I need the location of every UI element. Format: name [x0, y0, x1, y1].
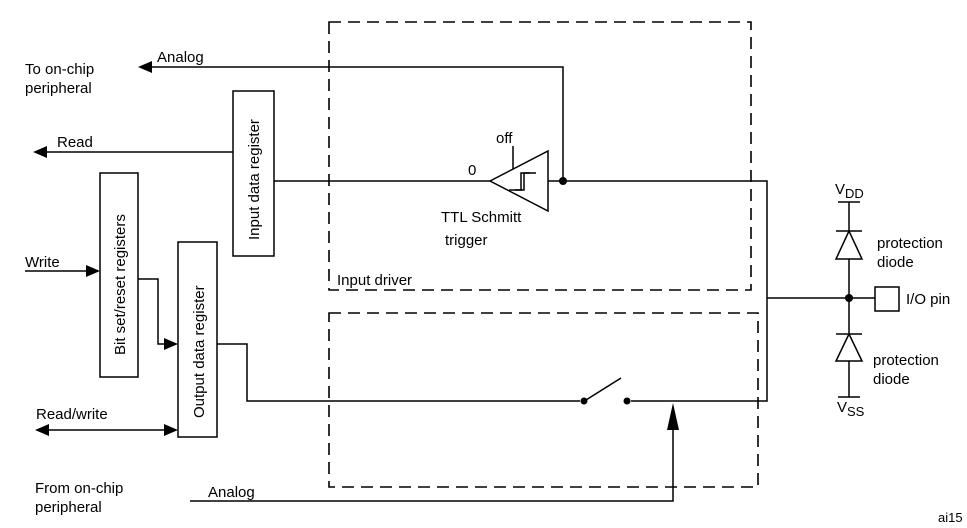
bit-set-reset-registers-label: Bit set/reset registers: [112, 214, 129, 355]
analog-junction-dot: [559, 177, 567, 185]
switch-contact-right: [623, 397, 631, 405]
to-onchip-label-2: peripheral: [25, 80, 92, 97]
bottom-protection-label-2: diode: [873, 371, 910, 388]
from-onchip-label-2: peripheral: [35, 499, 102, 516]
analog-bottom-wire: [190, 420, 674, 502]
output-data-register-label: Output data register: [191, 285, 208, 418]
trigger-label: trigger: [445, 232, 488, 249]
top-protection-diode: [834, 229, 864, 260]
analog-bottom-label: Analog: [208, 484, 255, 501]
io-pin-label: I/O pin: [906, 291, 950, 308]
output-data-register: [177, 241, 218, 438]
input-driver-label: Input driver: [337, 272, 412, 289]
write-arrow: [86, 265, 100, 277]
read-write-arrow-right: [164, 424, 178, 436]
top-protection-label-2: diode: [877, 254, 914, 271]
analog-top-arrow: [138, 61, 152, 73]
bit-set-reset-registers: [99, 172, 139, 378]
vss-label: VSS: [837, 399, 865, 419]
io-pin-pad: [874, 286, 900, 312]
read-arrow: [33, 146, 47, 158]
to-onchip-label-1: To on-chip: [25, 61, 94, 78]
output-driver-box: [328, 312, 759, 488]
input-driver-box: [328, 21, 752, 291]
read-write-arrow-left: [35, 424, 49, 436]
read-label: Read: [57, 134, 93, 151]
analog-top-wire: [150, 66, 564, 181]
schmitt-trigger: [488, 149, 549, 213]
hysteresis-symbol-b: [515, 172, 536, 191]
top-protection-label-1: protection: [877, 235, 943, 252]
analog-top-label: Analog: [157, 49, 204, 66]
bottom-protection-label-1: protection: [873, 352, 939, 369]
write-label: Write: [25, 254, 60, 271]
off-label: off: [496, 130, 513, 147]
trigger-input-wire: [548, 180, 768, 298]
switch-to-pad-wire: [631, 298, 768, 402]
input-data-register: [232, 90, 275, 257]
output-to-switch-wire: [217, 343, 580, 402]
zero-label: 0: [468, 162, 476, 179]
from-onchip-label-1: From on-chip: [35, 480, 123, 497]
figure-id: ai15: [938, 510, 963, 525]
input-data-register-label: Input data register: [246, 119, 263, 240]
switch-contact-left: [580, 397, 588, 405]
bitset-to-output-wire: [138, 278, 165, 345]
bitset-to-output-arrow: [164, 338, 178, 350]
vdd-label: VDD: [835, 181, 864, 201]
ttl-schmitt-label: TTL Schmitt: [441, 209, 522, 226]
bottom-protection-diode: [834, 332, 864, 362]
analog-bottom-arrow: [667, 403, 679, 430]
switch-blade: [585, 377, 622, 401]
read-write-label: Read/write: [36, 406, 108, 423]
